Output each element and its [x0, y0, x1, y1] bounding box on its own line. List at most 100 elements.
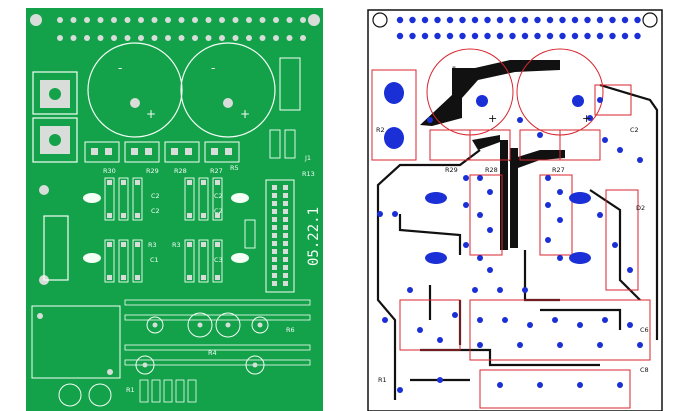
ic-row [124, 344, 311, 351]
header-pad [534, 16, 541, 24]
resistor-outline [198, 239, 209, 283]
header-pin [246, 35, 252, 41]
header-pin [283, 281, 288, 286]
small-capacitor [187, 312, 213, 338]
revision-label: 05.22.1 [306, 207, 322, 266]
vertical-header [265, 179, 295, 293]
via-pad [382, 317, 388, 323]
header-pin [259, 35, 266, 41]
header-pin [205, 17, 212, 23]
layout-label: C2 [630, 126, 639, 134]
silkscreen-label: R3 [148, 241, 157, 249]
mount-hole [372, 12, 388, 28]
header-pin [286, 35, 293, 41]
bottom-capacitor [88, 383, 112, 407]
connector-pad [91, 148, 98, 155]
via-pad [497, 287, 503, 293]
via-pad [487, 189, 493, 195]
oval-hole [231, 193, 249, 203]
mount-hole [30, 14, 42, 26]
capacitor-right: - + [180, 42, 276, 138]
header-pin [165, 17, 171, 23]
header-pin [165, 35, 171, 41]
silkscreen-label: R28 [174, 167, 187, 175]
resistor-pad [121, 180, 126, 185]
connector-pad [131, 148, 138, 155]
via-pad [617, 382, 623, 388]
header-pad [434, 32, 441, 40]
via-pad [557, 189, 563, 195]
layout-label: C6 [640, 326, 649, 334]
header-pin [84, 35, 90, 41]
resistor-pad [121, 242, 126, 247]
header-pin [283, 225, 288, 230]
blue-oval-slot [569, 252, 591, 264]
small-capacitor [135, 355, 155, 375]
layout-label: R29 [445, 166, 458, 174]
capacitor-pad [252, 362, 258, 368]
layout-top-header [372, 12, 658, 40]
connector-row [84, 141, 240, 163]
header-pad [509, 16, 516, 24]
resistor-pad [201, 213, 206, 218]
via-pad [472, 287, 478, 293]
header-pin [124, 17, 131, 23]
via-pad [452, 312, 458, 318]
header-pin [111, 17, 117, 23]
resistor-pad [201, 180, 206, 185]
via-pad [637, 157, 643, 163]
header-pad [409, 32, 416, 40]
silkscreen-label: C1 [150, 256, 159, 264]
header-pad [584, 32, 591, 40]
header-pad [484, 16, 491, 24]
header-pin [283, 193, 288, 198]
header-pad [471, 32, 479, 40]
via-pad [557, 255, 563, 261]
connector-pad [211, 148, 218, 155]
bottom-module-outline [31, 305, 121, 379]
silkscreen-label: C2 [151, 207, 160, 215]
cap-pad [476, 95, 488, 107]
header-pad [634, 16, 641, 24]
header-pad [546, 16, 554, 24]
bottom-resistor [163, 379, 173, 403]
header-pad [459, 16, 466, 24]
header-pin [138, 35, 144, 41]
header-pin [219, 35, 225, 41]
resistor-pad [121, 275, 126, 280]
via-pad [587, 115, 593, 121]
header-pin [283, 265, 288, 270]
header-pin [97, 35, 104, 41]
cap-right-minus: - [211, 61, 215, 75]
small-capacitor [245, 355, 265, 375]
header-pin [283, 201, 288, 206]
connector-pad [105, 148, 112, 155]
header-pin [283, 273, 288, 278]
layout-label: R2 [376, 126, 385, 134]
header-pin [272, 273, 277, 278]
header-pin [97, 17, 104, 23]
resistor-pad [187, 180, 192, 185]
component-footprints [104, 129, 296, 283]
via-pad [377, 211, 383, 217]
resistor-outline [118, 177, 129, 221]
silkscreen-label: C2 [214, 192, 223, 200]
header-pin [70, 35, 77, 41]
blue-oval-slot [569, 192, 591, 204]
bottom-resistor [151, 379, 161, 403]
header-pin [219, 17, 225, 23]
header-pin [272, 201, 277, 206]
header-pad [421, 32, 429, 40]
header-pin [283, 249, 288, 254]
header-pad [446, 32, 454, 40]
resistor-outline [184, 239, 195, 283]
resistor-outline [118, 239, 129, 283]
header-pad [396, 32, 404, 40]
via-pad [577, 322, 583, 328]
resistor-pad [107, 242, 112, 247]
resistor-pad [215, 180, 220, 185]
copper-layer [371, 48, 651, 409]
blue-pad-large [384, 127, 404, 149]
